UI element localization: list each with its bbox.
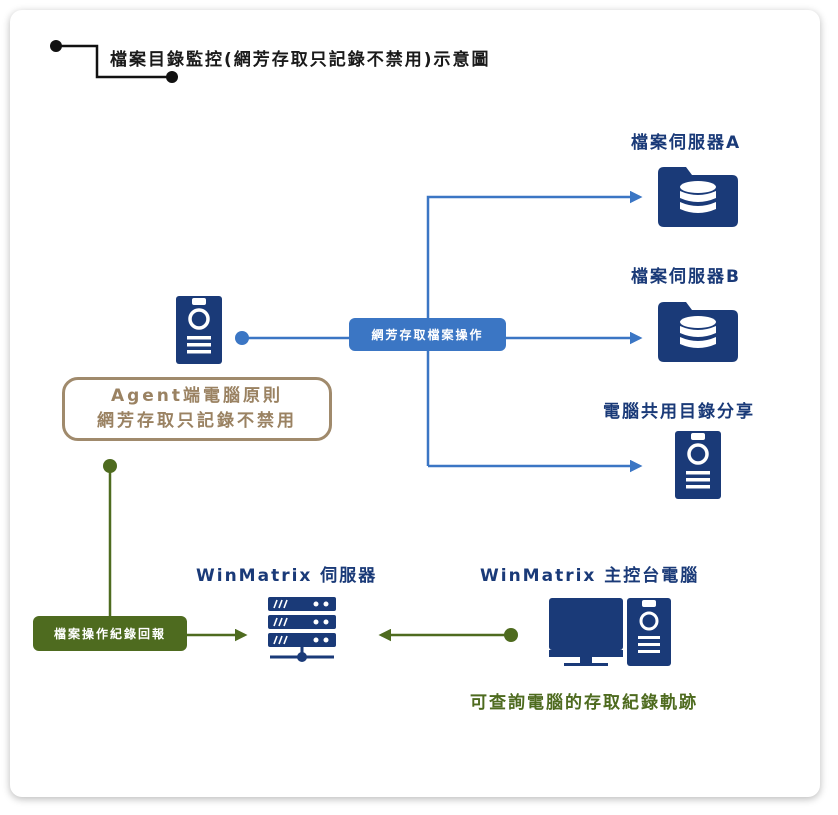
winmatrix-server-icon [268,597,336,662]
console-caption: 可查詢電腦的存取紀錄軌跡 [470,693,698,713]
access-flow-badge: 網芳存取檔案操作 [349,318,506,351]
shared-folder-label: 電腦共用目錄分享 [603,402,755,422]
winmatrix-console-icon [549,598,671,666]
winmatrix-console-label: WinMatrix 主控台電腦 [480,566,700,586]
agent-pc-icon [174,294,224,366]
agent-policy-line2: 網芳存取只記錄不禁用 [97,411,297,431]
report-flow-badge: 檔案操作紀錄回報 [33,616,187,651]
file-server-a-icon [658,167,738,227]
file-server-b-icon [658,302,738,362]
file-server-a-label: 檔案伺服器A [631,133,742,153]
agent-policy-line1: Agent端電腦原則 [110,386,284,406]
report-flow-lines [103,459,518,642]
page-title: 檔案目錄監控(網芳存取只記錄不禁用)示意圖 [110,50,491,70]
shared-folder-pc-icon [673,429,723,501]
file-server-b-label: 檔案伺服器B [631,267,741,287]
winmatrix-server-label: WinMatrix 伺服器 [196,566,378,586]
title-connector-icon [50,40,178,83]
diagram-card [10,10,820,797]
agent-policy-box: Agent端電腦原則 網芳存取只記錄不禁用 [62,377,332,441]
